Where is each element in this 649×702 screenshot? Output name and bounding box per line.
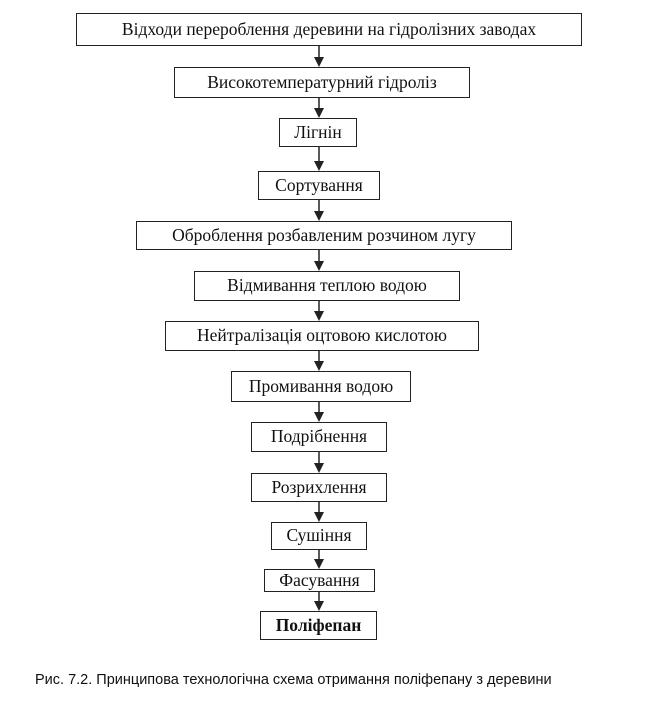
step-water-rinse: Промивання водою [231,371,411,402]
step-polyphepan: Поліфепан [260,611,377,640]
flow-arrows [314,46,324,611]
step-warm-water-wash: Відмивання теплою водою [194,271,460,301]
step-alkali-treatment: Оброблення розбавленим розчином лугу [136,221,512,250]
step-lignin: Лігнін [279,118,357,147]
step-drying: Сушіння [271,522,367,550]
step-neutralization: Нейтралізація оцтовою кислотою [165,321,479,351]
step-packaging: Фасування [264,569,375,592]
figure-caption: Рис. 7.2. Принципова технологічна схема … [35,672,552,688]
step-grinding: Подрібнення [251,422,387,452]
step-hydrolysis: Високотемпературний гідроліз [174,67,470,98]
step-waste-wood: Відходи перероблення деревини на гідролі… [76,13,582,46]
flowchart: Відходи перероблення деревини на гідролі… [76,13,582,640]
step-loosening: Розрихлення [251,473,387,502]
step-sorting: Сортування [258,171,380,200]
